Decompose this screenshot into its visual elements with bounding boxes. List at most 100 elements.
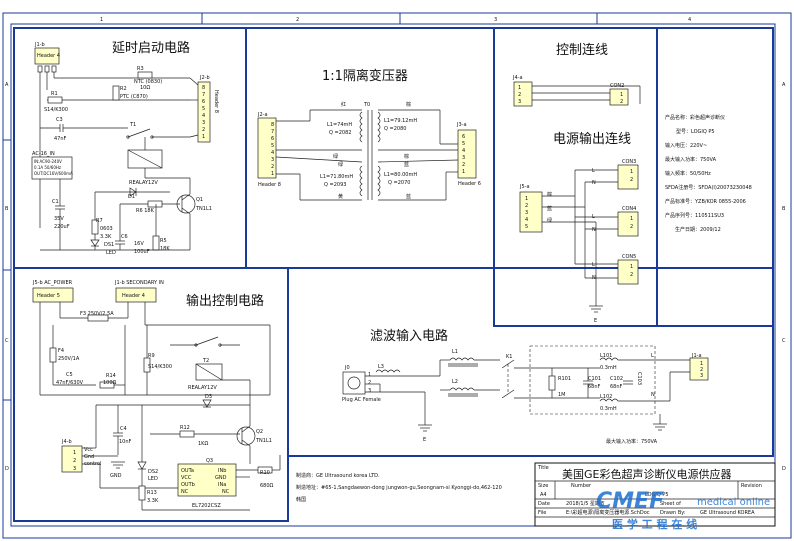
j0-value: Plug AC Female (342, 397, 381, 403)
svg-text:2: 2 (368, 380, 371, 386)
t0-winding-1 (359, 111, 363, 143)
watermark-cn: 医 学 工 程 在 线 (612, 517, 697, 531)
output-control-circuit: J5-b AC_POWER Header 5 J1-b SECONDARY IN… (32, 280, 281, 511)
ds2-label: DS2 (148, 469, 158, 475)
wire-blue-label: 蓝 (404, 161, 409, 168)
svg-text:8: 8 (271, 122, 274, 128)
j5a-blue: 蓝 (547, 205, 552, 212)
q3-pin-r4: NC (222, 489, 230, 495)
winding3-q: Q =2093 (324, 182, 346, 188)
c1-label: C1 (52, 199, 59, 205)
isolation-section-title: 1:1隔离变压器 (322, 68, 408, 84)
wire-green-label: 绿 (333, 153, 338, 160)
l102-value: 0.3mH (600, 406, 617, 412)
r101-value: 1M (558, 392, 566, 398)
filter-section-box (287, 267, 774, 457)
svg-text:2: 2 (518, 92, 521, 98)
col-label-1: 1 (100, 17, 103, 23)
l101-label: L101 (600, 353, 612, 359)
col-label-2: 2 (296, 17, 299, 23)
product-model: 型号：LOGIQ P5 (676, 128, 715, 135)
title-text: 美国GE彩色超声诊断仪电源供应器 (562, 467, 731, 481)
r12-resistor (179, 430, 195, 438)
file-label: File (538, 510, 546, 516)
q3-pin-r1: INb (218, 468, 226, 474)
j3a-label: J3-a (456, 122, 467, 128)
j1b2-connector (115, 287, 157, 303)
f3-label: F3 250V/2.5A (80, 311, 114, 317)
t1-label: T1 (129, 122, 136, 128)
svg-text:3: 3 (73, 466, 76, 472)
j1a-connector (689, 357, 709, 381)
c6-value1: 16V (134, 241, 144, 247)
manufacturer-country: 韩国 (296, 496, 306, 503)
size-value: A4 (540, 492, 547, 498)
svg-text:1: 1 (368, 372, 371, 378)
date-label: Date (538, 501, 550, 507)
j4b-gnd: Gnd (84, 454, 94, 460)
svg-text:3: 3 (525, 210, 528, 216)
c101-value: 68nF (588, 384, 601, 390)
j4b-vcc: Vcc (84, 447, 93, 453)
watermark-logo: CMEF medical online 医 学 工 程 在 线 (596, 489, 770, 531)
svg-text:3: 3 (202, 120, 205, 126)
con4-n: N (592, 227, 596, 233)
t0-label: T0 (363, 102, 370, 108)
svg-text:2: 2 (271, 164, 274, 170)
svg-text:2: 2 (630, 177, 633, 183)
row-label-c-right: C (782, 338, 786, 344)
f4-label: F4 (58, 348, 64, 354)
manufacturer-name: 制造商：GE Ultrasound korea LTD. (296, 472, 380, 479)
j5a-label: J5-a (519, 184, 530, 190)
svg-text:1: 1 (271, 171, 274, 177)
l101-inductor (599, 357, 619, 361)
svg-text:2: 2 (462, 162, 465, 168)
filter-n-label: N (651, 392, 655, 398)
product-voltage: 输入电压：220V~ (665, 142, 707, 149)
r3-value2: 10Ω (140, 85, 150, 91)
con3-l: L (592, 168, 595, 174)
r3-label: R3 (137, 66, 144, 72)
j1a-label: J1-a (691, 353, 702, 359)
svg-text:6: 6 (202, 99, 205, 105)
q3-pin-l3: OUTb (181, 482, 195, 488)
c1-value2: 220uF (54, 224, 70, 230)
product-date: 生产日期：2009/12 (675, 226, 721, 233)
svg-text:1: 1 (202, 134, 205, 140)
row-label-c: C (5, 338, 9, 344)
wire-blue2-label: 蓝 (406, 193, 411, 200)
c4-label: C4 (120, 426, 127, 432)
ac16-line2: 0.1A 50/60Hz (34, 165, 61, 170)
ac16-line1: IN:AC90-240V (34, 159, 62, 164)
j1b-header: Header 4 (37, 53, 60, 59)
j5b-header: Header 5 (37, 293, 60, 299)
c5-value: 47nF/630V (56, 380, 84, 386)
filter-shield (529, 345, 656, 415)
j0-label: J0 (344, 365, 350, 371)
j5a-brown: 棕 (547, 191, 552, 198)
svg-text:3: 3 (700, 373, 703, 379)
control-wiring: J4-a 123 CON2 12 (512, 75, 641, 107)
filter-input-title: 滤波输入电路 (370, 328, 448, 344)
ac16-line3: OUT:DC16V/600mA (34, 171, 73, 176)
winding4-q: Q =2070 (388, 180, 410, 186)
manufacturer-address: 制造地址：#65-1,Sangdaewon-dong jungwon-gu,Se… (296, 484, 502, 491)
j1b-label: J1-b (34, 42, 45, 48)
svg-text:1: 1 (620, 92, 623, 98)
c101-label: C101 (588, 376, 601, 382)
q3-chip (177, 463, 237, 497)
svg-text:5: 5 (462, 141, 465, 147)
filter-input-circuit: J0 Plug AC Female 123 L3 E L1 L2 K1 R101 (342, 345, 709, 445)
con4-label: CON4 (622, 206, 636, 212)
j1b2-header: Header 4 (122, 293, 145, 299)
svg-text:5: 5 (271, 143, 274, 149)
j4a-connector (513, 81, 533, 107)
col-label-3: 3 (494, 17, 497, 23)
j4a-label: J4-a (512, 75, 523, 81)
c6-value2: 100uF (134, 249, 150, 255)
q1-value: TN1L1 (195, 206, 212, 212)
r3-value: NTC (0830) (134, 79, 162, 85)
svg-text:2: 2 (630, 272, 633, 278)
j5a-connector (519, 191, 543, 233)
j5a-green: 绿 (547, 217, 552, 224)
